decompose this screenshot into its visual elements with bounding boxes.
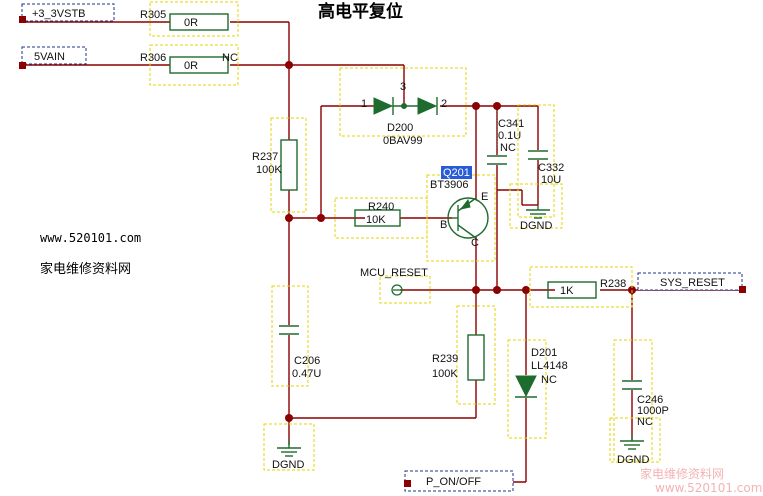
junction-dot xyxy=(493,286,501,294)
port-label: SYS_RESET xyxy=(660,277,725,289)
diode-d201[interactable]: D201 LL4148 NC xyxy=(507,339,568,439)
ground-g2: DGND xyxy=(509,183,563,232)
part-ref: R240 xyxy=(368,201,394,213)
part-value: 0.47U xyxy=(292,368,321,380)
port-p1[interactable]: +3_3VSTB xyxy=(19,3,115,23)
capacitor-c341[interactable]: C341 0.1U NC xyxy=(487,118,524,165)
junction-dot xyxy=(472,286,480,294)
part-value: 1K xyxy=(560,285,574,297)
resistor-r238[interactable]: R238 1K xyxy=(529,266,633,308)
junction-dot xyxy=(522,286,530,294)
part-value: 10K xyxy=(366,214,386,226)
part-value: 0BAV99 xyxy=(383,135,423,147)
part-value: 100K xyxy=(432,368,458,380)
port-label: P_ON/OFF xyxy=(426,476,481,488)
part-value: LL4148 xyxy=(531,360,568,372)
part-ref: C246 xyxy=(637,394,663,406)
ground-label: DGND xyxy=(617,454,649,466)
diagram-title: 高电平复位 xyxy=(318,1,403,22)
diode-d200[interactable]: 1 2 3 D200 0BAV99 xyxy=(339,67,467,147)
part-ref: R306 xyxy=(140,52,166,64)
resistor-r306[interactable]: R306 0R NC xyxy=(140,44,239,86)
resistor-r240[interactable]: R240 10K xyxy=(334,197,428,239)
junction-dot xyxy=(493,102,501,110)
pin-label: B xyxy=(440,219,447,231)
part-ref: R239 xyxy=(432,353,458,365)
junction-dot xyxy=(472,102,480,110)
testpoint-label: MCU_RESET xyxy=(360,267,428,279)
resistor-r305[interactable]: R305 0R xyxy=(140,1,239,37)
site-url: www.520101.com xyxy=(40,231,141,245)
junction-dot xyxy=(285,214,293,222)
port-p2[interactable]: 5VAIN xyxy=(19,46,87,69)
pin-label: 1 xyxy=(361,98,367,110)
part-ref: C206 xyxy=(294,355,320,367)
part-ref: Q201 xyxy=(443,167,470,179)
part-note: NC xyxy=(500,142,516,154)
wires xyxy=(22,21,740,483)
part-ref: R238 xyxy=(600,278,626,290)
pin-label: E xyxy=(481,191,488,203)
transistor-q201[interactable]: Q201 BT3906 B C E xyxy=(426,166,496,262)
part-ref: R237 xyxy=(252,151,278,163)
diode-triangle xyxy=(515,375,537,398)
testpoint-mcu-reset[interactable]: MCU_RESET xyxy=(360,267,431,304)
part-note: NC xyxy=(222,52,238,64)
part-ref: D200 xyxy=(387,122,413,134)
ground-g3: DGND xyxy=(609,417,661,466)
port-label: 5VAIN xyxy=(34,51,65,63)
port-label: +3_3VSTB xyxy=(32,8,86,20)
part-value: 0R xyxy=(184,60,198,72)
pin-label: 3 xyxy=(400,81,406,93)
pin-label: C xyxy=(471,237,479,249)
part-ref: R305 xyxy=(140,9,166,21)
capacitor-c206[interactable]: C206 0.47U xyxy=(271,285,321,387)
ground-label: DGND xyxy=(520,220,552,232)
part-value: 100K xyxy=(256,164,282,176)
part-value: 0R xyxy=(184,17,198,29)
port-p4[interactable]: P_ON/OFF xyxy=(404,470,514,492)
part-ref: C332 xyxy=(538,162,564,174)
part-value: BT3906 xyxy=(430,179,469,191)
port-p3[interactable]: SYS_RESET xyxy=(637,272,746,293)
ground-g1: DGND xyxy=(263,423,315,471)
pin-label: 2 xyxy=(441,98,447,110)
part-ref: D201 xyxy=(531,347,557,359)
part-value: 1000P xyxy=(637,405,669,417)
part-value: 10U xyxy=(541,174,561,186)
capacitor-c332[interactable]: C332 10U xyxy=(517,104,564,218)
watermark-text: 家电维修资料网 xyxy=(640,466,724,481)
resistor-r237[interactable]: R237 100K xyxy=(252,117,307,213)
part-note: NC xyxy=(637,416,653,428)
junction-dot xyxy=(285,414,293,422)
junctions xyxy=(285,61,636,422)
part-note: NC xyxy=(541,374,557,386)
capacitor-c246[interactable]: C246 1000P NC xyxy=(613,339,669,461)
watermark-url: www.520101.com xyxy=(655,481,762,495)
part-ref: C341 xyxy=(498,118,524,130)
emitter-arrow xyxy=(459,198,471,210)
junction-dot xyxy=(285,61,293,69)
part-value: 0.1U xyxy=(498,130,521,142)
diode-triangle xyxy=(373,97,394,115)
site-name: 家电维修资料网 xyxy=(40,261,131,277)
junction-dot xyxy=(317,214,325,222)
ground-label: DGND xyxy=(272,459,304,471)
diode-triangle xyxy=(417,97,438,115)
resistor-r239[interactable]: R239 100K xyxy=(432,305,496,405)
